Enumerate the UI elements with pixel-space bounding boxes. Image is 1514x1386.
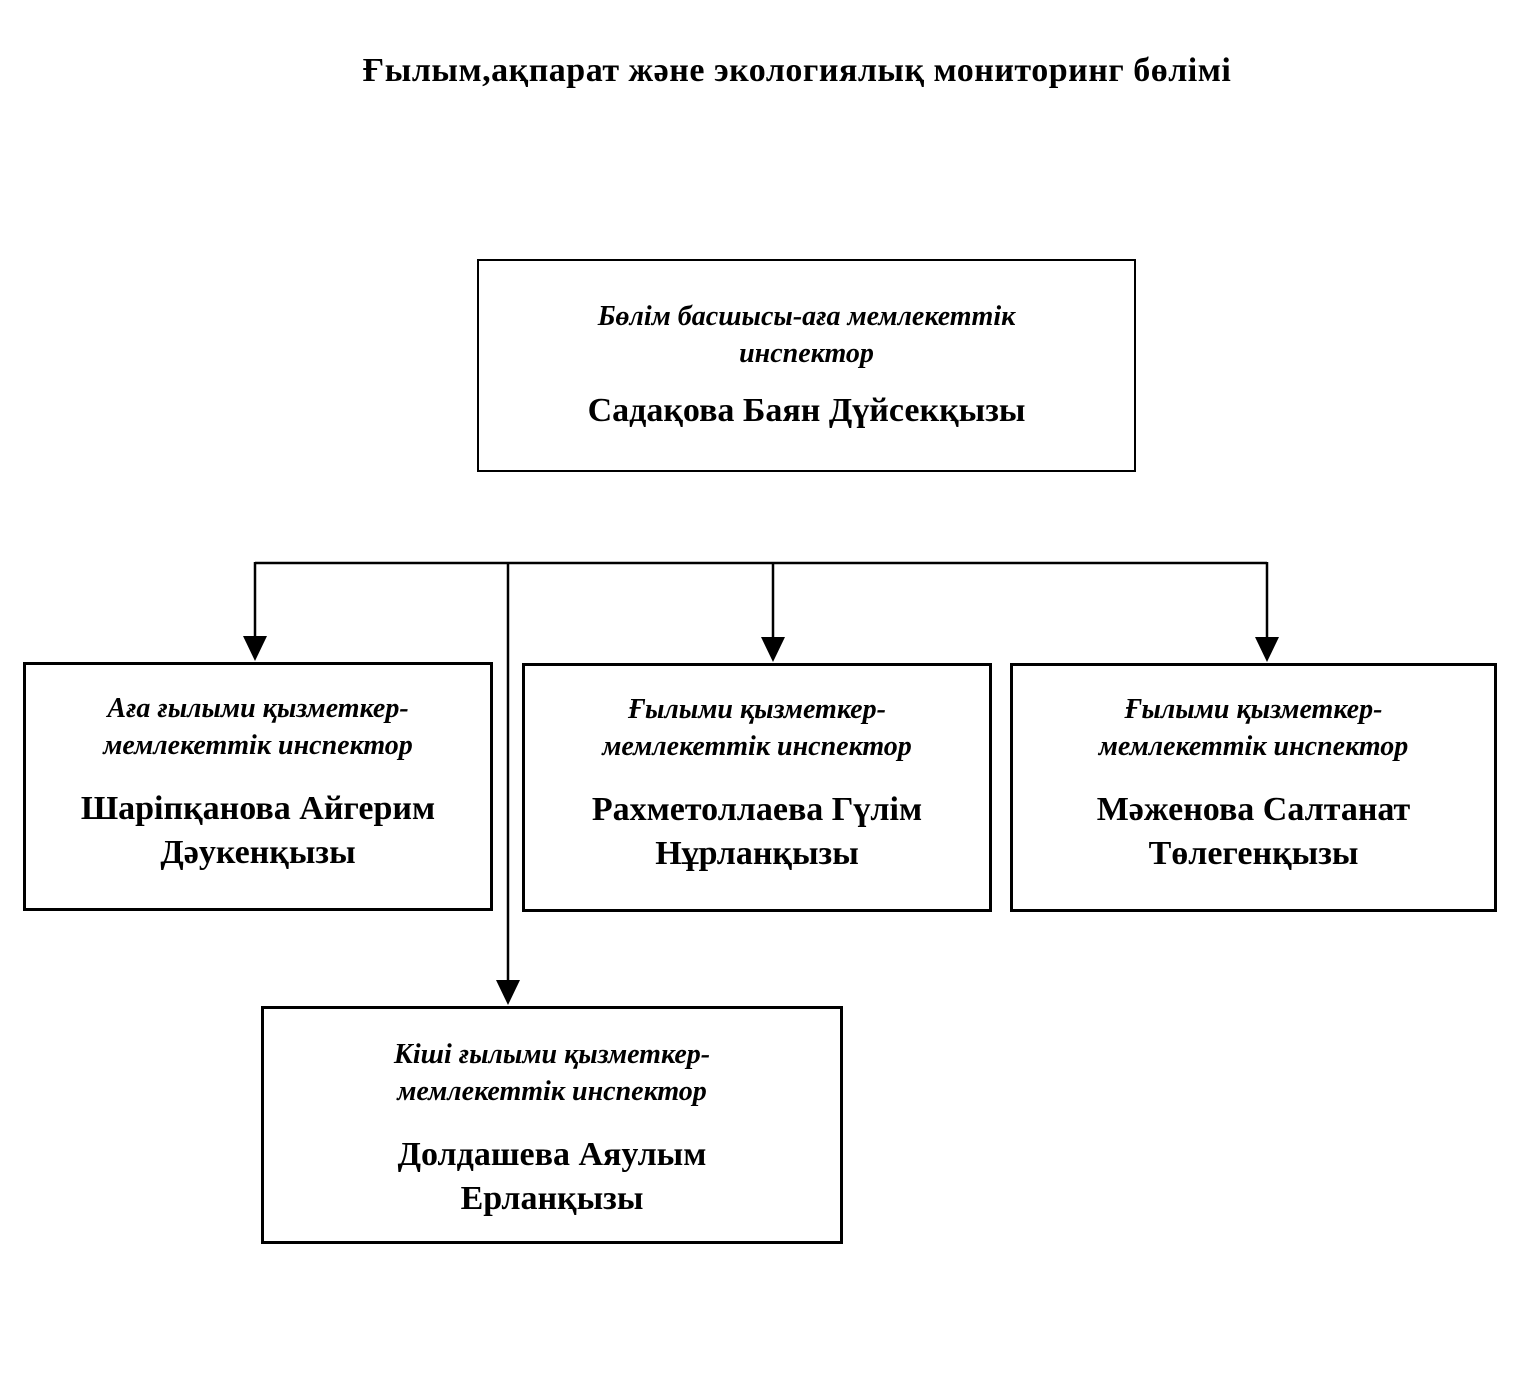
role-label: Аға ғылыми қызметкер- мемлекеттік инспек…	[26, 691, 490, 765]
name-line: Шаріпқанова Айгерим	[80, 789, 436, 827]
name-line: Долдашева Аяулым	[397, 1135, 707, 1173]
node-researcher-2: Ғылыми қызметкер- мемлекеттік инспектор …	[1010, 663, 1497, 912]
role-line: Ғылыми қызметкер-	[1124, 694, 1383, 725]
person-name: Мәженова Салтанат Төлегенқызы	[1013, 788, 1494, 876]
role-label: Кіші ғылыми қызметкер- мемлекеттік инспе…	[264, 1037, 840, 1111]
person-name: Шаріпқанова Айгерим Дәукенқызы	[26, 787, 490, 875]
name-line: Нұрланқызы	[655, 835, 859, 873]
role-label: Ғылыми қызметкер- мемлекеттік инспектор	[525, 692, 989, 766]
name-line: Төлегенқызы	[1148, 835, 1359, 873]
role-label: Ғылыми қызметкер- мемлекеттік инспектор	[1013, 692, 1494, 766]
role-line: мемлекеттік инспектор	[103, 729, 413, 761]
name-line: Садақова Баян Дүйсекқызы	[587, 391, 1026, 429]
arrowhead-junior-icon	[496, 980, 520, 1005]
name-line: Мәженова Салтанат	[1096, 790, 1411, 828]
role-line: мемлекеттік инспектор	[1098, 730, 1409, 762]
arrowhead-left-icon	[243, 636, 267, 661]
role-line: Кіші ғылыми қызметкер-	[393, 1039, 711, 1070]
name-line: Ерланқызы	[460, 1180, 644, 1218]
node-senior-researcher: Аға ғылыми қызметкер- мемлекеттік инспек…	[23, 662, 493, 911]
page-title: Ғылым,ақпарат және экологиялық мониторин…	[362, 52, 1232, 89]
arrowhead-middle-icon	[761, 637, 785, 662]
arrowhead-right-icon	[1255, 637, 1279, 662]
name-line: Рахметоллаева Гүлім	[591, 790, 923, 828]
node-junior-researcher: Кіші ғылыми қызметкер- мемлекеттік инспе…	[261, 1006, 843, 1244]
role-line: мемлекеттік инспектор	[602, 730, 912, 762]
role-line: Ғылыми қызметкер-	[628, 694, 886, 725]
role-line: мемлекеттік инспектор	[397, 1075, 707, 1107]
name-line: Дәукенқызы	[160, 834, 356, 872]
role-line: Аға ғылыми қызметкер-	[107, 693, 409, 724]
role-label: Бөлім басшысы-аға мемлекеттік инспектор	[479, 299, 1134, 373]
person-name: Рахметоллаева Гүлім Нұрланқызы	[525, 788, 989, 876]
node-department-head: Бөлім басшысы-аға мемлекеттік инспектор …	[477, 259, 1136, 472]
node-researcher-1: Ғылыми қызметкер- мемлекеттік инспектор …	[522, 663, 992, 912]
person-name: Садақова Баян Дүйсекқызы	[479, 389, 1134, 433]
person-name: Долдашева Аяулым Ерланқызы	[264, 1133, 840, 1221]
role-line: инспектор	[739, 337, 874, 369]
role-line: Бөлім басшысы-аға мемлекеттік	[597, 301, 1016, 332]
